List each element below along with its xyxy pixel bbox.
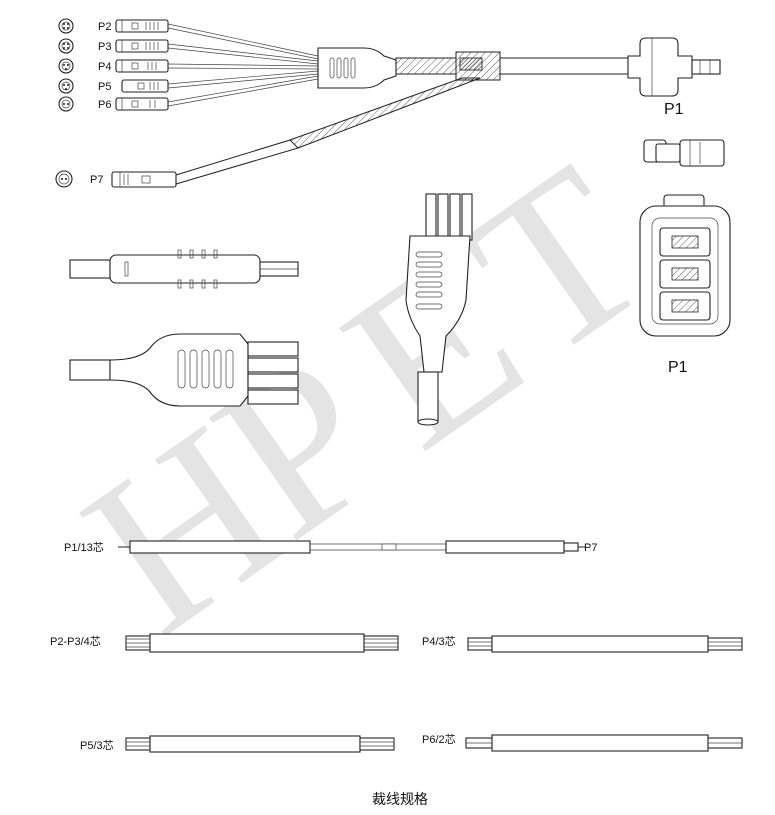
cut-label-p1-13: P1/13芯	[64, 540, 104, 554]
harness-assembly: P2 P3 P4 P5 P6 P7	[55, 18, 731, 376]
cut-label-p2-p3-4: P2-P3/4芯	[50, 634, 101, 648]
connector-p7	[111, 171, 177, 188]
cut-spec-main: P1/13芯 P7	[64, 540, 597, 554]
p1-cavity-1	[659, 227, 711, 257]
label-p6: P6	[98, 99, 111, 111]
cut-spec-p6: P6/2芯	[422, 732, 743, 752]
connector-p2	[115, 19, 169, 33]
connector-p5	[121, 79, 169, 93]
cut-spec-p2-p3: P2-P3/4芯	[50, 633, 399, 653]
cut-label-p5-3: P5/3芯	[80, 738, 114, 752]
label-p4: P4	[98, 61, 111, 73]
connector-p1-side	[627, 37, 721, 97]
pin-face-p7-icon	[55, 170, 73, 188]
splice-boot-top-view	[69, 333, 299, 407]
figure-caption: 裁线规格	[372, 792, 428, 808]
p1-cavity-3	[659, 291, 711, 321]
p1-cavity-2	[659, 259, 711, 289]
branch-cable-p7	[175, 77, 481, 185]
cut-label-p7: P7	[584, 542, 597, 554]
main-cable-top	[395, 51, 628, 81]
splice-boot-perspective-view	[405, 193, 473, 426]
cut-label-p6-2: P6/2芯	[422, 732, 456, 746]
label-p2: P2	[98, 21, 111, 33]
pin-face-p6-icon	[58, 96, 74, 112]
connector-p4	[115, 59, 169, 73]
watermark: H P E T	[42, 116, 688, 680]
splice-boot-top	[317, 47, 397, 89]
label-p5: P5	[98, 81, 111, 93]
splice-boot-side-view	[69, 249, 299, 289]
pin-face-p4-icon	[58, 58, 74, 74]
cut-spec-p5: P5/3芯	[80, 735, 395, 753]
branch-wires	[167, 23, 319, 107]
connector-p1-front	[639, 194, 731, 337]
pin-face-p2-icon	[58, 18, 74, 34]
label-p3: P3	[98, 41, 111, 53]
connector-p6	[115, 97, 169, 111]
pin-face-p5-icon	[58, 78, 74, 94]
connector-p1-housing-sketch	[643, 139, 725, 167]
pin-face-p3-icon	[58, 38, 74, 54]
cut-spec-p4: P4/3芯	[422, 634, 743, 653]
label-p1-front: P1	[668, 359, 688, 376]
cut-label-p4-3: P4/3芯	[422, 634, 456, 648]
label-p7: P7	[90, 174, 103, 186]
label-p1-top: P1	[664, 101, 684, 118]
connector-p3	[115, 39, 169, 53]
pin-face-icons	[55, 18, 74, 188]
